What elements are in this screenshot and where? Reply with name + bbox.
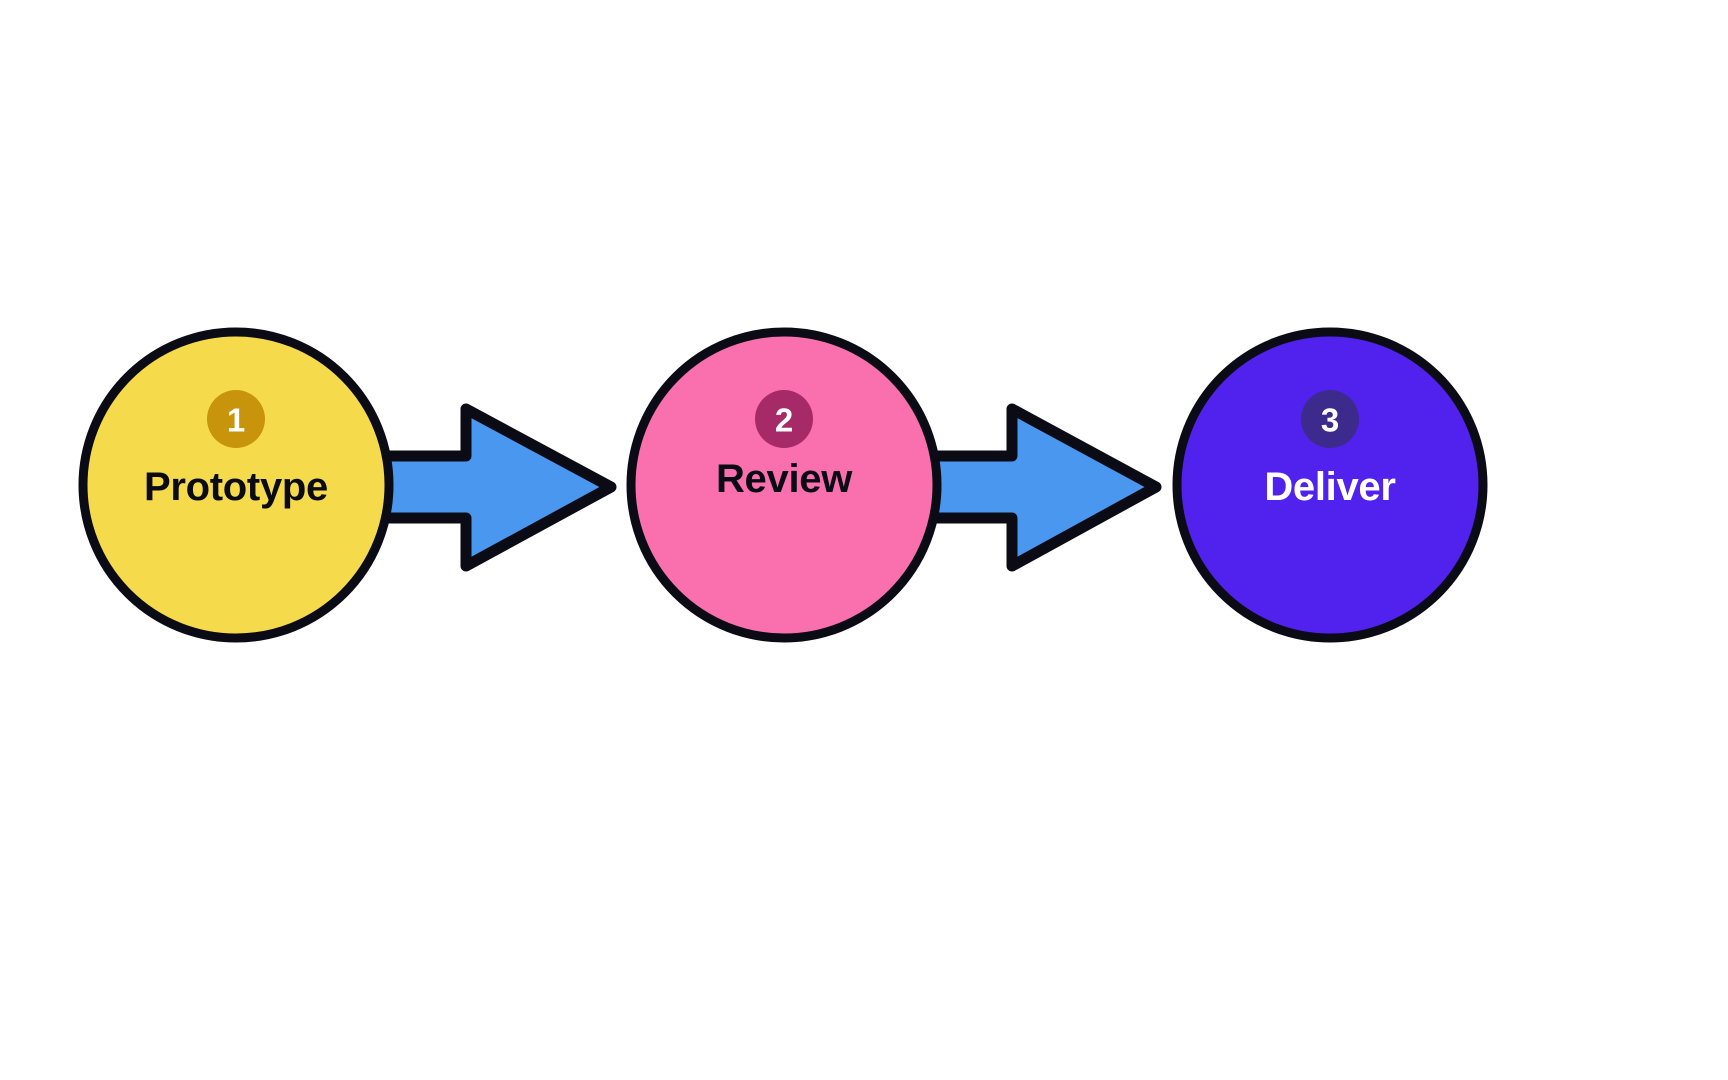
node-prototype[interactable]: 1 Prototype — [78, 327, 394, 643]
node-prototype-badge-number: 1 — [227, 402, 245, 439]
node-deliver-badge — [1301, 390, 1359, 448]
node-deliver-circle[interactable] — [1172, 327, 1488, 643]
node-review-circle[interactable] — [626, 327, 942, 643]
node-prototype-circle[interactable] — [78, 327, 394, 643]
node-deliver-label: Deliver — [1264, 465, 1395, 509]
node-prototype-label: Prototype — [144, 465, 328, 509]
node-review-badge-number: 2 — [775, 402, 793, 439]
node-review[interactable]: 2 Review — [626, 327, 942, 643]
arrow-prototype-to-review[interactable] — [370, 403, 617, 572]
node-deliver-badge-number: 3 — [1321, 402, 1339, 439]
node-deliver[interactable]: 3 Deliver — [1172, 327, 1488, 643]
node-prototype-badge — [207, 390, 265, 448]
node-review-badge — [755, 390, 813, 448]
arrow-review-to-deliver[interactable] — [916, 403, 1162, 572]
node-review-label: Review — [716, 457, 853, 501]
